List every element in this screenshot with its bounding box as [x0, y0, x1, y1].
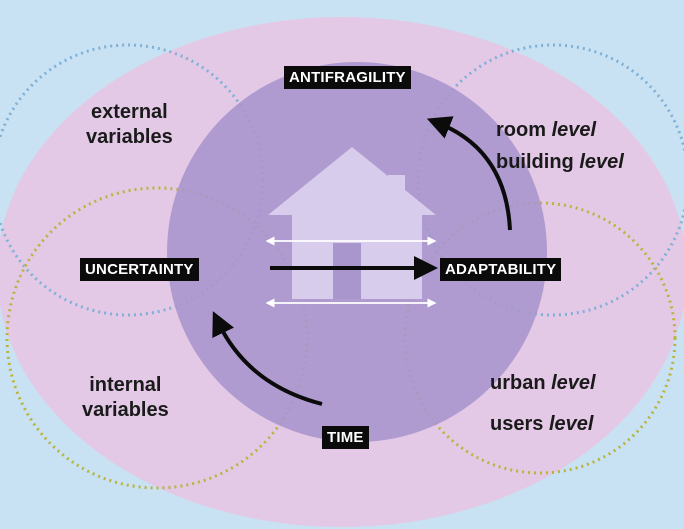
arrow-adaptability-antifragility [426, 116, 512, 231]
users-level-label: users level [490, 413, 594, 435]
urban-users-circle [403, 201, 677, 475]
adaptability-tag: ADAPTABILITY [440, 258, 562, 281]
building-level-label: building level [496, 151, 624, 173]
internal-variables-label: internal variables [82, 374, 169, 421]
antifragility-tag: ANTIFRAGILITY [284, 66, 411, 89]
urban-level-label: urban level [490, 372, 596, 394]
time-tag: TIME [322, 426, 369, 449]
arrow-time-uncertainty [212, 311, 323, 406]
house-icon [268, 147, 436, 299]
external-variables-label: external variables [86, 101, 173, 148]
uncertainty-tag: UNCERTAINTY [80, 258, 199, 281]
room-level-label: room level [496, 119, 597, 141]
room-building-circle [416, 43, 684, 317]
